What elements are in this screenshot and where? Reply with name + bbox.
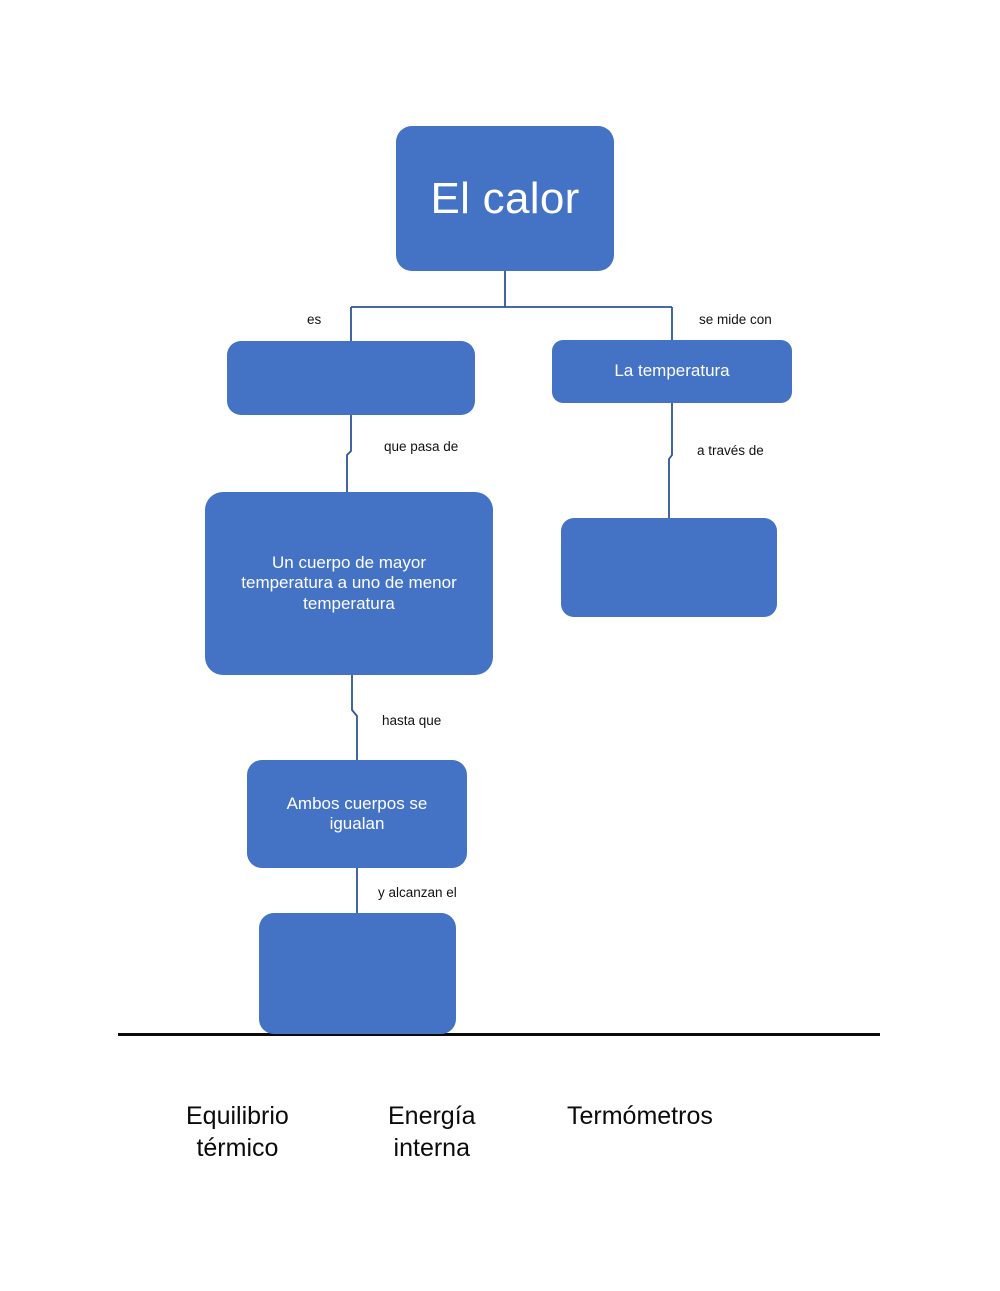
node-blank-energia-interna[interactable] xyxy=(227,341,475,415)
edge-temperatura-to-termometros xyxy=(668,403,673,518)
edge-label-se-mide-con: se mide con xyxy=(699,312,772,327)
edge-cuerpo-to-ambos xyxy=(351,675,358,760)
word-bank-item-termometros[interactable]: Termómetros xyxy=(567,1102,713,1130)
node-ambos-cuerpos-se-igualan[interactable]: Ambos cuerpos se igualan xyxy=(247,760,467,868)
node-un-cuerpo-de-mayor-temperatura[interactable]: Un cuerpo de mayor temperatura a uno de … xyxy=(205,492,493,675)
edge-label-es: es xyxy=(307,312,322,327)
node-la-temperatura-label: La temperatura xyxy=(614,361,730,381)
node-el-calor-label: El calor xyxy=(430,173,580,223)
node-la-temperatura[interactable]: La temperatura xyxy=(552,340,792,403)
word-bank-item-energia-interna[interactable]: Energía interna xyxy=(388,1102,476,1162)
node-ambos-cuerpos-se-igualan-label: Ambos cuerpos se igualan xyxy=(286,793,428,833)
edge-label-y-alcanzan-el: y alcanzan el xyxy=(378,885,457,900)
horizontal-divider xyxy=(118,1033,880,1036)
edge-energia-to-cuerpo xyxy=(346,415,352,492)
node-blank-termometros[interactable] xyxy=(561,518,777,617)
edge-label-que-pasa-de: que pasa de xyxy=(384,439,459,454)
node-blank-equilibrio-termico[interactable] xyxy=(259,913,456,1034)
node-el-calor[interactable]: El calor xyxy=(396,126,614,271)
edge-label-hasta-que: hasta que xyxy=(382,713,442,728)
node-un-cuerpo-de-mayor-temperatura-label: Un cuerpo de mayor temperatura a uno de … xyxy=(241,553,457,613)
edge-label-a-traves-de: a través de xyxy=(697,443,764,458)
word-bank-item-equilibrio-termico[interactable]: Equilibrio térmico xyxy=(186,1102,289,1162)
